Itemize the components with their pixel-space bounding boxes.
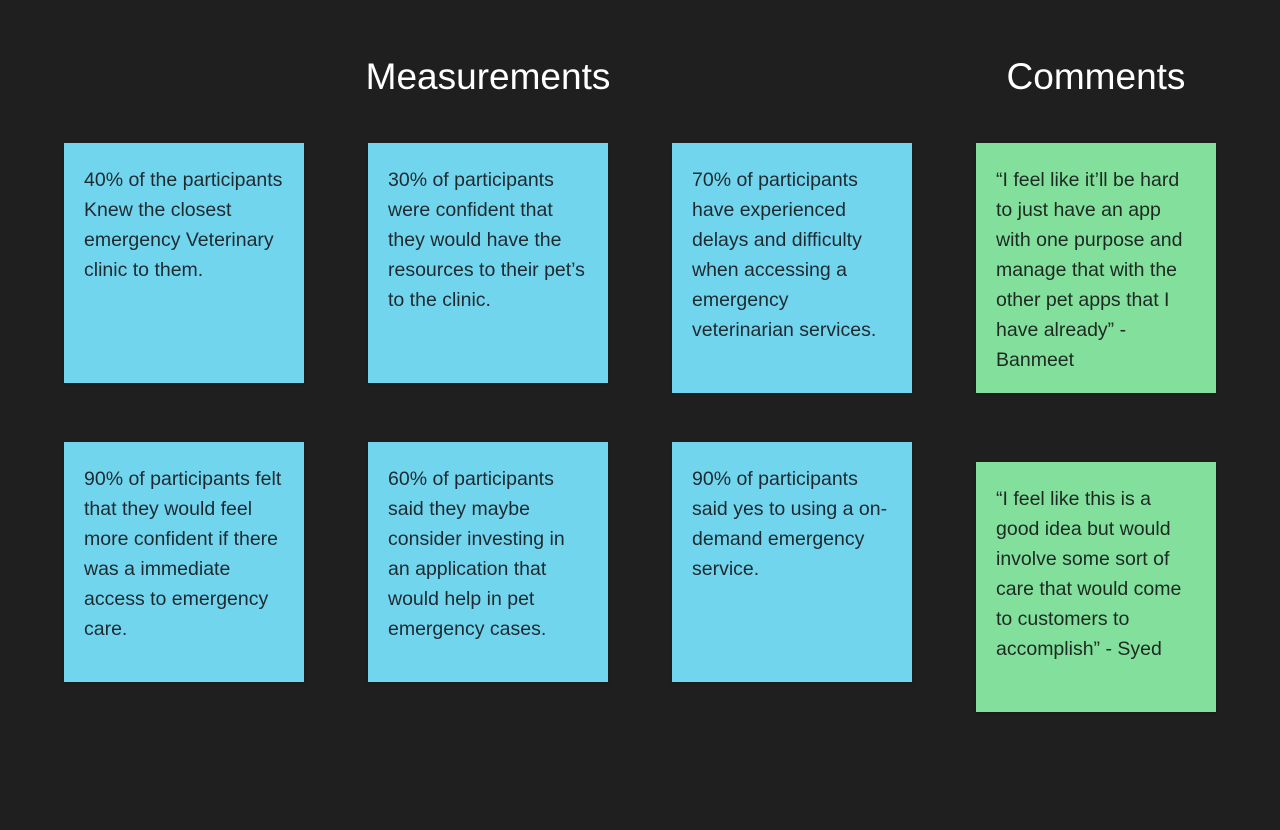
measurement-note-text: 40% of the participants Knew the closest… [84, 169, 283, 281]
measurement-sticky-note[interactable]: 40% of the participants Knew the closest… [64, 143, 304, 383]
measurement-sticky-note[interactable]: 70% of participants have experienced del… [672, 143, 912, 393]
measurement-sticky-note[interactable]: 60% of participants said they maybe cons… [368, 442, 608, 682]
measurement-note-text: 70% of participants have experienced del… [692, 169, 877, 341]
comment-sticky-note[interactable]: “I feel like it’ll be hard to just have … [976, 143, 1216, 393]
measurement-note-text: 60% of participants said they maybe cons… [388, 468, 565, 640]
measurement-note-text: 30% of participants were confident that … [388, 169, 585, 311]
measurements-heading: Measurements [365, 56, 611, 97]
comment-sticky-note[interactable]: “I feel like this is a good idea but wou… [976, 462, 1216, 712]
measurement-note-text: 90% of participants said yes to using a … [692, 468, 888, 580]
measurement-sticky-note[interactable]: 90% of participants said yes to using a … [672, 442, 912, 682]
comment-note-text: “I feel like this is a good idea but wou… [996, 488, 1182, 660]
comment-note-text: “I feel like it’ll be hard to just have … [996, 169, 1183, 371]
measurement-sticky-note[interactable]: 30% of participants were confident that … [368, 143, 608, 383]
measurement-note-text: 90% of participants felt that they would… [84, 468, 282, 640]
comments-heading: Comments [1006, 56, 1186, 97]
measurement-sticky-note[interactable]: 90% of participants felt that they would… [64, 442, 304, 682]
